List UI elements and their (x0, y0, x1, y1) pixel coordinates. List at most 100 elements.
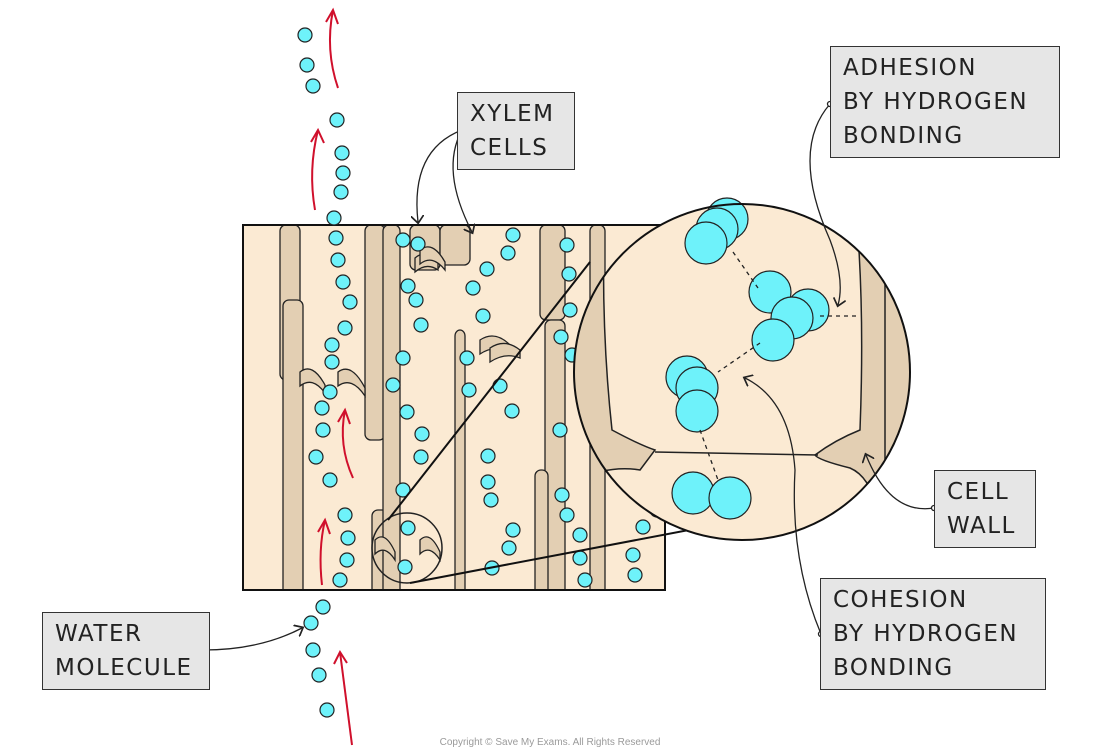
flow-arrow (319, 519, 326, 586)
label-line: CELL (947, 479, 1010, 505)
pit-wall (374, 536, 396, 563)
water-molecule (461, 382, 477, 398)
water-molecule (577, 572, 593, 588)
water-molecule (385, 377, 401, 393)
water-molecule (315, 422, 331, 438)
water-molecule (480, 448, 496, 464)
cell-wall (544, 319, 566, 590)
cell-wall (364, 225, 386, 441)
water-molecule (400, 520, 416, 536)
pointer-adhesion (809, 103, 840, 305)
flow-arrow (311, 129, 319, 211)
water-molecule (337, 507, 353, 523)
zoom-line (387, 261, 591, 521)
water-molecule (311, 667, 327, 683)
flow-arrow (341, 409, 354, 479)
water-molecule (554, 487, 570, 503)
flow-arrow-head (333, 649, 348, 665)
water-molecule (504, 403, 520, 419)
magnified-view (573, 197, 911, 541)
water-molecule (559, 237, 575, 253)
water-molecule (328, 230, 344, 246)
water-molecule (414, 426, 430, 442)
water-molecule (334, 145, 350, 161)
water-molecule (400, 278, 416, 294)
flow-arrow-head (337, 407, 351, 425)
cell-wall (539, 225, 566, 321)
water-molecule (561, 266, 577, 282)
water-molecule (335, 274, 351, 290)
flow-arrow (339, 651, 353, 746)
label-cell-wall: CELL WALL (934, 470, 1036, 548)
pit-wall (419, 246, 446, 272)
water-molecule (397, 559, 413, 575)
water-molecule (480, 474, 496, 490)
label-line: BONDING (833, 655, 954, 681)
water-molecule (299, 57, 315, 73)
pointer-cohesion (745, 378, 822, 635)
label-line: COHESION (833, 587, 968, 613)
water-molecule (329, 112, 345, 128)
zoom-region-circle (371, 512, 443, 584)
label-line: WALL (947, 513, 1016, 539)
water-molecule (322, 384, 338, 400)
water-molecule (342, 294, 358, 310)
water-molecule (339, 552, 355, 568)
water-molecule (552, 422, 568, 438)
label-line: WATER (55, 621, 143, 647)
water-molecule (479, 261, 495, 277)
water-molecule (413, 449, 429, 465)
flow-arrow (329, 9, 339, 89)
water-molecule (459, 350, 475, 366)
label-line: XYLEM (470, 101, 555, 127)
water-molecule (675, 389, 719, 433)
water-molecule (559, 507, 575, 523)
water-molecule (326, 210, 342, 226)
water-molecule (708, 476, 752, 520)
water-molecule (330, 252, 346, 268)
water-molecule (627, 567, 643, 583)
water-molecule-stream (297, 27, 351, 718)
water-molecule (335, 165, 351, 181)
water-molecule (505, 522, 521, 538)
flow-arrow-head (317, 517, 331, 535)
water-molecule (315, 599, 331, 615)
water-molecule (308, 449, 324, 465)
water-molecule (465, 280, 481, 296)
label-line: BY HYDROGEN (843, 89, 1029, 115)
pointer-xylem (417, 129, 463, 222)
label-line: ADHESION (843, 55, 977, 81)
water-molecule (500, 245, 516, 261)
water-molecule (303, 615, 319, 631)
label-cohesion: COHESION BY HYDROGEN BONDING (820, 578, 1046, 690)
copyright-notice: Copyright © Save My Exams. All Rights Re… (439, 737, 661, 748)
water-molecule (305, 78, 321, 94)
water-molecule (399, 404, 415, 420)
water-molecule (635, 519, 651, 535)
water-molecule (505, 227, 521, 243)
label-xylem-cells: XYLEM CELLS (457, 92, 575, 170)
water-molecule (395, 232, 411, 248)
flow-arrow-head (325, 7, 339, 25)
water-molecule (324, 354, 340, 370)
water-molecule (475, 308, 491, 324)
water-molecule (297, 27, 313, 43)
water-molecule (337, 320, 353, 336)
water-molecule (395, 350, 411, 366)
water-molecule (625, 547, 641, 563)
water-molecule (413, 317, 429, 333)
water-molecule (572, 550, 588, 566)
pit-wall (489, 342, 521, 364)
label-line: CELLS (470, 135, 549, 161)
label-line: BY HYDROGEN (833, 621, 1019, 647)
water-molecule (314, 400, 330, 416)
water-molecule (340, 530, 356, 546)
water-molecule (671, 471, 715, 515)
water-molecule (483, 492, 499, 508)
water-molecule (553, 329, 569, 345)
water-molecule (322, 472, 338, 488)
water-molecule (305, 642, 321, 658)
